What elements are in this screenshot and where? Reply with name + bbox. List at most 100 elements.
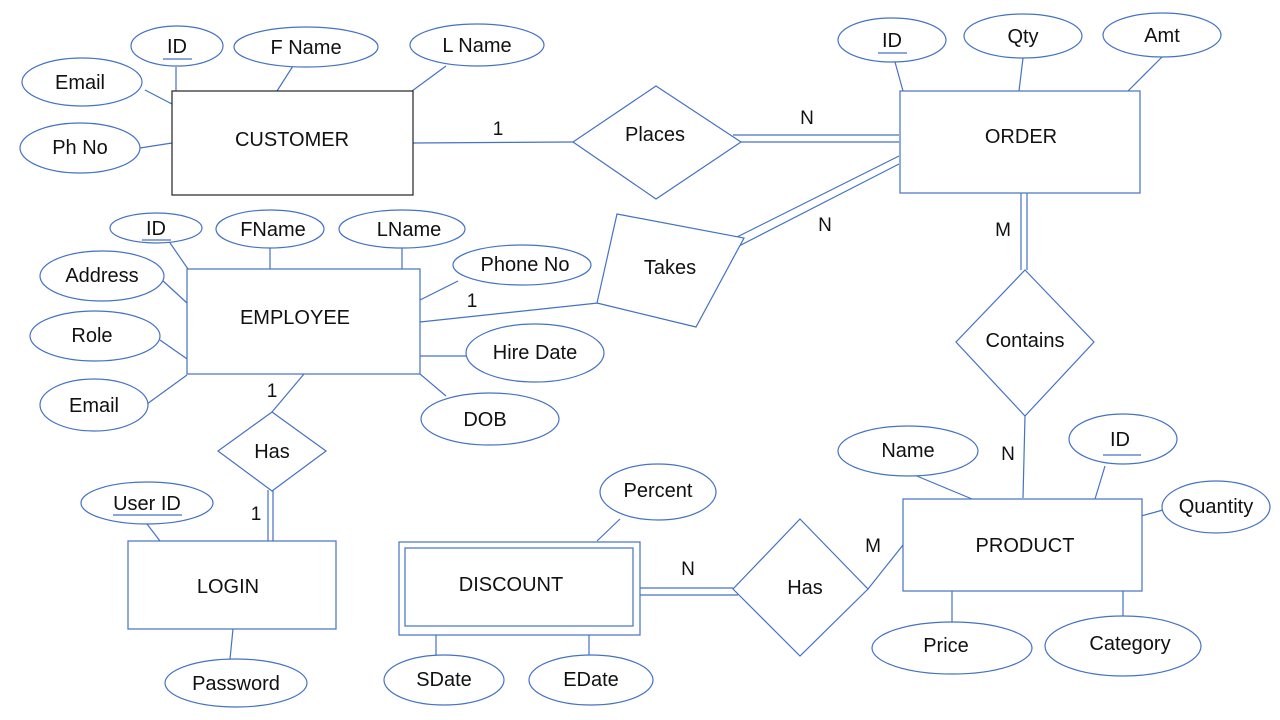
connector-contains-product bbox=[1022, 415, 1026, 499]
entity-login[interactable]: LOGIN bbox=[127, 540, 337, 630]
attr-discount-percent[interactable]: Percent bbox=[599, 463, 717, 521]
connector-product-quantity bbox=[1140, 509, 1164, 517]
attr-order-amt[interactable]: Amt bbox=[1102, 12, 1222, 58]
entity-employee[interactable]: EMPLOYEE bbox=[186, 268, 421, 375]
attr-customer-id-label: ID bbox=[167, 36, 187, 58]
attr-customer-fname-label: F Name bbox=[270, 37, 341, 59]
relationship-employee-has-label: Has bbox=[254, 441, 290, 463]
entity-customer-label: CUSTOMER bbox=[235, 129, 349, 151]
attr-order-qty[interactable]: Qty bbox=[963, 13, 1083, 59]
entity-login-label: LOGIN bbox=[197, 576, 259, 598]
entity-discount-weak[interactable]: DISCOUNT bbox=[398, 541, 641, 636]
connector-takes-order-2 bbox=[738, 163, 900, 247]
connector-order-qty bbox=[1018, 57, 1024, 92]
attr-employee-role[interactable]: Role bbox=[29, 310, 161, 362]
relationship-places[interactable]: Places bbox=[571, 85, 743, 200]
connector-employee-takes bbox=[419, 302, 599, 323]
relationship-discount-has[interactable]: Has bbox=[732, 518, 869, 657]
attr-product-id-label: ID bbox=[1110, 429, 1130, 451]
attr-order-id[interactable]: ID bbox=[837, 17, 947, 63]
connector-employee-email bbox=[146, 374, 188, 405]
entity-customer[interactable]: CUSTOMER bbox=[171, 90, 414, 196]
attr-login-password[interactable]: Password bbox=[164, 658, 308, 708]
attr-employee-dob[interactable]: DOB bbox=[420, 392, 560, 446]
connector-employee-phone bbox=[419, 280, 459, 301]
entity-order-label: ORDER bbox=[985, 126, 1057, 148]
attr-product-name-label: Name bbox=[881, 440, 934, 462]
attr-employee-phone-label: Phone No bbox=[481, 254, 570, 276]
attr-order-id-label: ID bbox=[882, 30, 902, 52]
attr-customer-phone-label: Ph No bbox=[52, 137, 108, 159]
attr-discount-sdate[interactable]: SDate bbox=[383, 654, 505, 706]
attr-product-name[interactable]: Name bbox=[837, 425, 979, 477]
connector-customer-phone bbox=[139, 142, 173, 149]
cardinality-places-order: N bbox=[800, 108, 814, 129]
relationship-takes[interactable]: Takes bbox=[596, 213, 745, 328]
attr-product-id[interactable]: ID bbox=[1068, 413, 1178, 465]
attr-product-price[interactable]: Price bbox=[871, 621, 1033, 675]
cardinality-employee-has: 1 bbox=[267, 381, 278, 402]
attr-customer-id[interactable]: ID bbox=[130, 25, 224, 67]
connector-customer-places bbox=[412, 141, 574, 144]
entity-product[interactable]: PRODUCT bbox=[902, 498, 1143, 592]
attr-customer-lname[interactable]: L Name bbox=[409, 23, 545, 67]
attr-order-amt-label: Amt bbox=[1144, 25, 1180, 47]
cardinality-employee-takes: 1 bbox=[467, 291, 478, 312]
attr-product-category[interactable]: Category bbox=[1044, 615, 1202, 677]
cardinality-customer-places: 1 bbox=[493, 119, 504, 140]
connector-employee-dob bbox=[419, 373, 447, 397]
attr-order-qty-label: Qty bbox=[1007, 26, 1038, 48]
cardinality-has-product: M bbox=[865, 536, 881, 557]
attr-customer-phone[interactable]: Ph No bbox=[19, 122, 141, 174]
connector-login-userid bbox=[146, 523, 161, 542]
attr-employee-hiredate-label: Hire Date bbox=[493, 342, 577, 364]
attr-employee-fname-label: FName bbox=[240, 219, 306, 241]
attr-customer-fname[interactable]: F Name bbox=[233, 26, 379, 68]
attr-customer-lname-label: L Name bbox=[442, 35, 511, 57]
attr-employee-fname[interactable]: FName bbox=[215, 209, 325, 249]
attr-product-quantity-label: Quantity bbox=[1179, 496, 1253, 518]
cardinality-takes-order: N bbox=[818, 215, 832, 236]
attr-discount-edate[interactable]: EDate bbox=[528, 654, 654, 706]
attr-employee-id[interactable]: ID bbox=[109, 212, 203, 244]
connector-product-name bbox=[911, 473, 973, 500]
attr-employee-email[interactable]: Email bbox=[39, 378, 149, 432]
attr-employee-address-label: Address bbox=[65, 265, 138, 287]
relationship-contains[interactable]: Contains bbox=[955, 269, 1095, 417]
attr-customer-email-label: Email bbox=[55, 72, 105, 94]
connector-takes-order-1 bbox=[734, 155, 900, 239]
entity-product-label: PRODUCT bbox=[976, 535, 1075, 557]
attr-employee-dob-label: DOB bbox=[463, 409, 506, 431]
relationship-contains-label: Contains bbox=[986, 330, 1065, 352]
cardinality-contains-product: N bbox=[1001, 444, 1015, 465]
attr-employee-role-label: Role bbox=[71, 325, 112, 347]
attr-customer-email[interactable]: Email bbox=[21, 57, 143, 107]
attr-employee-lname-label: LName bbox=[377, 219, 441, 241]
connector-order-id bbox=[894, 61, 904, 92]
connector-discount-percent bbox=[596, 518, 621, 542]
cardinality-discount-has: N bbox=[681, 559, 695, 580]
entity-discount-label: DISCOUNT bbox=[459, 574, 563, 596]
relationship-employee-has[interactable]: Has bbox=[216, 411, 328, 492]
connector-customer-email bbox=[144, 89, 173, 105]
connector-customer-fname bbox=[276, 65, 294, 92]
attr-employee-lname[interactable]: LName bbox=[338, 209, 466, 249]
cardinality-has-login: 1 bbox=[251, 504, 262, 525]
attr-employee-hiredate[interactable]: Hire Date bbox=[465, 323, 605, 383]
connector-employee-has bbox=[271, 373, 305, 413]
attr-employee-phone[interactable]: Phone No bbox=[452, 244, 592, 286]
connector-employee-role bbox=[159, 339, 191, 362]
attr-product-price-label: Price bbox=[923, 635, 969, 657]
attr-product-category-label: Category bbox=[1089, 633, 1170, 655]
attr-login-password-label: Password bbox=[192, 673, 280, 695]
entity-order[interactable]: ORDER bbox=[899, 90, 1141, 194]
attr-employee-id-label: ID bbox=[146, 218, 166, 240]
attr-product-quantity[interactable]: Quantity bbox=[1161, 480, 1271, 534]
attr-employee-address[interactable]: Address bbox=[39, 250, 165, 302]
attr-employee-email-label: Email bbox=[69, 395, 119, 417]
relationship-discount-has-label: Has bbox=[787, 577, 823, 599]
attr-login-userid[interactable]: User ID bbox=[80, 481, 214, 525]
connector-product-id bbox=[1094, 465, 1106, 500]
connector-employee-id bbox=[167, 239, 189, 270]
